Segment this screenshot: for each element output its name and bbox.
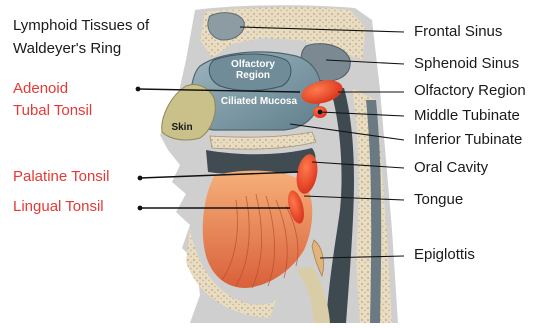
olfactory-inner-label-line1: Olfactory (228, 59, 278, 70)
olfactory-region-label: Olfactory Region (414, 82, 526, 100)
olfactory-inner-label-line2: Region (228, 70, 278, 81)
middle-tubinate-leader-dot (318, 110, 323, 115)
skin-label: Skin (167, 122, 197, 133)
tongue-label: Tongue (414, 191, 463, 209)
adenoid-label: Adenoid (13, 80, 68, 98)
inferior-tubinate-label: Inferior Tubinate (414, 131, 522, 149)
epiglottis-label: Epiglottis (414, 246, 475, 264)
palatine-tonsil-leader-dot (138, 176, 143, 181)
oral-cavity-label: Oral Cavity (414, 159, 488, 177)
frontal-sinus-label: Frontal Sinus (414, 23, 502, 41)
ciliated-mucosa-label: Ciliated Mucosa (214, 96, 304, 107)
palatine-tonsil-label: Palatine Tonsil (13, 168, 109, 186)
tubal-tonsil-label: Tubal Tonsil (13, 102, 92, 120)
lingual-tonsil-label: Lingual Tonsil (13, 198, 104, 216)
middle-tubinate-label: Middle Tubinate (414, 107, 520, 125)
sphenoid-sinus-label: Sphenoid Sinus (414, 55, 519, 73)
adenoid-leader-dot (136, 87, 141, 92)
diagram-title-line2: Waldeyer's Ring (13, 40, 121, 58)
diagram-title-line1: Lymphoid Tissues of (13, 17, 149, 35)
right-leader-dots (318, 110, 323, 115)
lingual-tonsil-leader-dot (138, 206, 143, 211)
